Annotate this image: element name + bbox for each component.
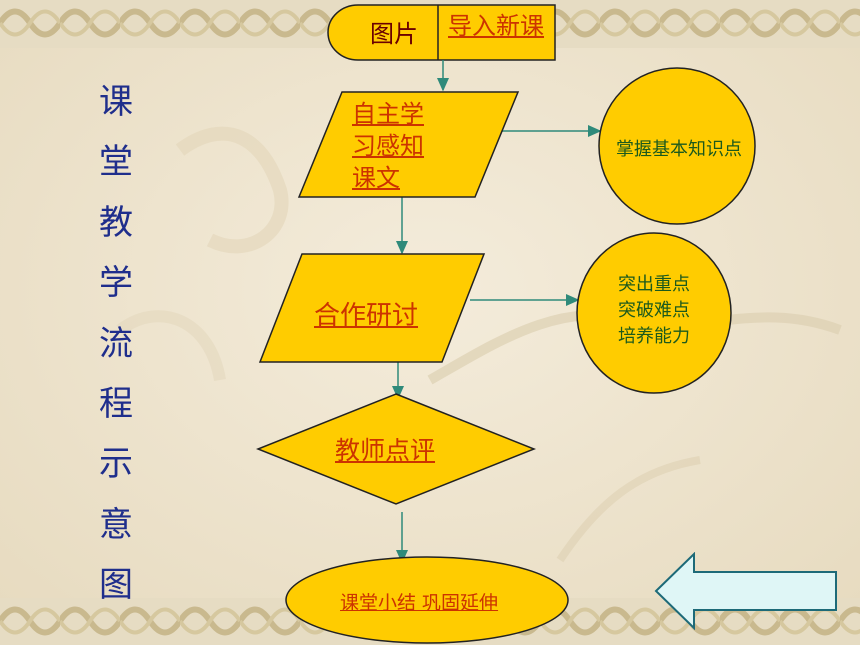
circle2-shape — [576, 232, 732, 394]
circle1-label: 掌握基本知识点 — [616, 139, 742, 160]
title-char: 图 — [99, 565, 133, 606]
step4-link[interactable]: 课堂小结 巩固延伸 — [340, 592, 499, 614]
step4-ellipse — [285, 556, 569, 644]
start-left-label: 图片 — [370, 20, 418, 48]
title-char: 程 — [99, 384, 133, 425]
step1-line: 习感知 — [352, 132, 424, 160]
title-char: 意 — [99, 504, 133, 545]
circle2-line: 突出重点 — [618, 274, 690, 295]
title-char: 堂 — [99, 142, 133, 183]
step1-parallelogram — [297, 91, 520, 198]
vertical-title: 课 堂 教 学 流 程 示 意 图 — [96, 72, 136, 616]
circle2-line: 突破难点 — [618, 300, 690, 321]
title-char: 教 — [99, 202, 133, 243]
title-char: 学 — [99, 263, 133, 304]
left-arrow-icon — [654, 552, 837, 630]
import-new-lesson-link[interactable]: 导入新课 — [448, 12, 544, 40]
step1-line: 自主学 — [352, 100, 424, 128]
step1-line: 课文 — [352, 164, 400, 192]
circle2-label: 突出重点 突破难点 培养能力 — [595, 272, 713, 350]
step2-link[interactable]: 合作研讨 — [314, 301, 419, 331]
step1-link[interactable]: 自主学 习感知 课文 — [352, 98, 424, 194]
circle1-shape — [598, 67, 756, 225]
back-arrow-button[interactable] — [654, 552, 840, 630]
title-char: 示 — [99, 444, 133, 485]
step3-diamond — [255, 393, 537, 505]
title-char: 课 — [99, 82, 133, 122]
circle2-line: 培养能力 — [618, 326, 690, 347]
start-terminator — [327, 4, 556, 61]
step2-parallelogram — [258, 253, 486, 363]
step3-link[interactable]: 教师点评 — [335, 436, 436, 465]
title-char: 流 — [99, 323, 133, 364]
